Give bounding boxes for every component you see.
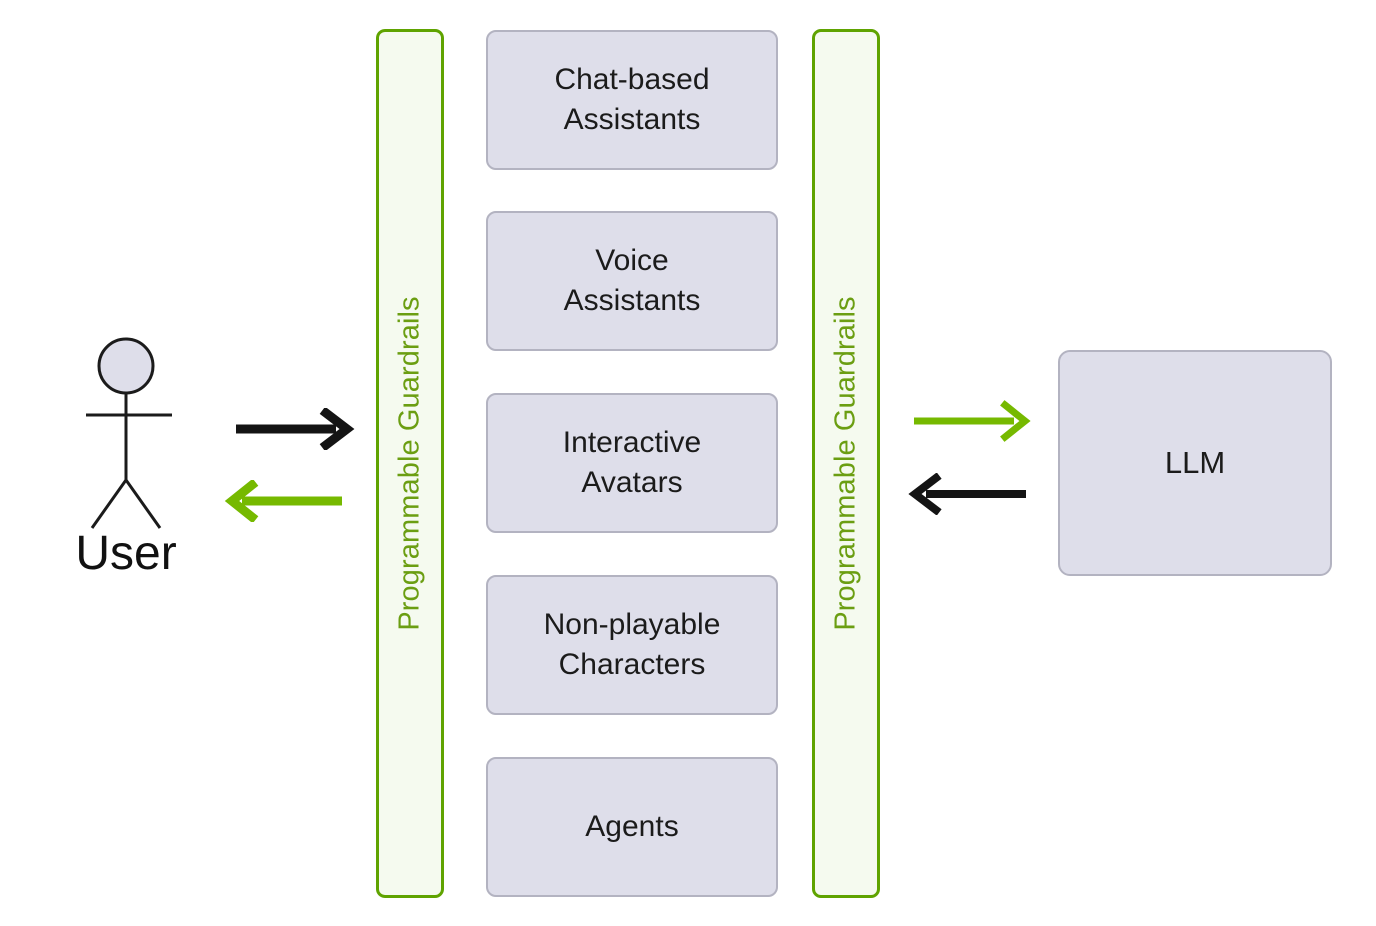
app-box-chat-based-assistants[interactable]: Chat-based Assistants	[486, 30, 778, 170]
app-box-non-playable-characters[interactable]: Non-playable Characters	[486, 575, 778, 715]
llm-box-label: LLM	[1164, 445, 1226, 480]
app-box-label: Voice Assistants	[563, 244, 701, 317]
guardrail-column-left[interactable]: Programmable Guardrails	[376, 29, 444, 898]
llm-box[interactable]: LLM	[1058, 350, 1332, 576]
app-box-label: Interactive Avatars	[562, 426, 702, 499]
user-actor-label: User	[75, 527, 177, 580]
arrow-guardrails-to-llm	[914, 400, 1031, 442]
guardrail-left-label: Programmable Guardrails	[393, 296, 426, 631]
arrow-user-to-guardrails	[236, 408, 355, 450]
arrow-guardrails-to-user	[224, 480, 342, 522]
app-box-label: Chat-based Assistants	[554, 63, 710, 136]
app-box-label: Non-playable Characters	[543, 608, 721, 681]
guardrail-column-right[interactable]: Programmable Guardrails	[812, 29, 880, 898]
user-actor-icon	[86, 337, 172, 529]
app-box-interactive-avatars[interactable]: Interactive Avatars	[486, 393, 778, 533]
app-box-label: Agents	[585, 810, 679, 844]
app-box-voice-assistants[interactable]: Voice Assistants	[486, 211, 778, 351]
app-box-agents[interactable]: Agents	[486, 757, 778, 897]
guardrail-right-label: Programmable Guardrails	[829, 296, 862, 631]
arrow-llm-to-guardrails	[908, 473, 1026, 515]
